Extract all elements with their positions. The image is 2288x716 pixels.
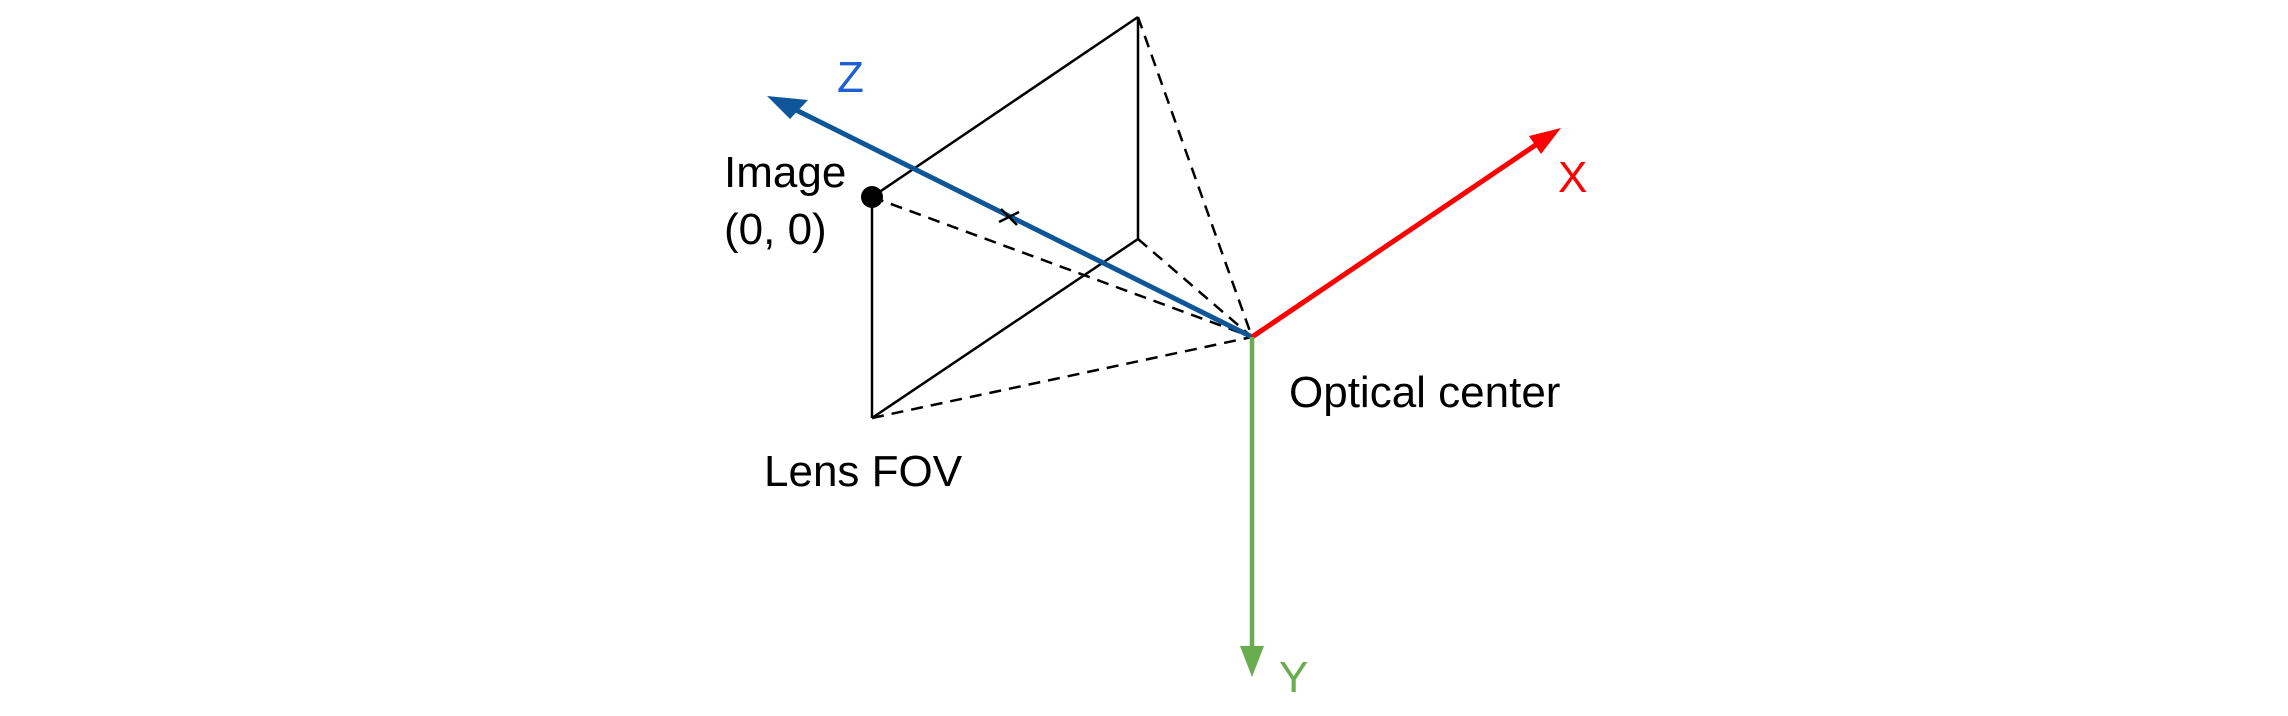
y-axis-arrowhead [1240,646,1264,677]
image-label: Image [724,148,846,197]
z-axis-label: Z [837,53,864,102]
x-axis [1250,128,1561,340]
image-plane [870,15,1140,420]
x-axis-label: X [1558,153,1587,202]
image-plane-top-edge [871,15,1139,199]
ray-bottom-left [871,335,1253,420]
y-axis [1240,337,1264,677]
x-axis-line [1250,137,1545,340]
y-axis-label: Y [1279,653,1308,702]
principal-point-marker [998,208,1020,226]
z-axis [767,96,1254,340]
x-axis-arrowhead [1529,128,1561,154]
frustum-rays [871,16,1254,420]
cross-stroke-2 [998,210,1020,224]
ray-bottom-right [1137,238,1253,338]
z-axis-arrowhead [767,96,808,119]
ray-top-right [1136,16,1254,338]
z-axis-line [788,104,1254,340]
image-plane-bottom-edge [871,237,1139,420]
ray-top-left [871,195,1253,339]
lens-fov-label: Lens FOV [764,447,963,496]
image-origin-coords-label: (0, 0) [724,205,827,254]
image-origin-dot [861,186,883,208]
optical-center-label: Optical center [1289,368,1560,417]
